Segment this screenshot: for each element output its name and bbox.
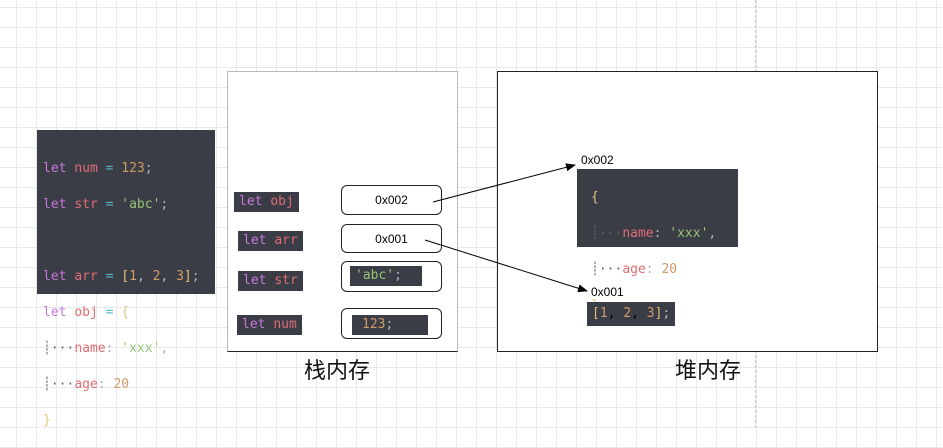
heap-array-block: [1, 2, 3];	[587, 302, 676, 326]
stack-cell-arr: 0x001	[341, 224, 442, 253]
source-code-block: let num = 123; let str = 'abc'; let arr …	[37, 130, 215, 428]
heap-object-open: {	[591, 190, 599, 205]
heap-object-age: ┊···age: 20	[591, 262, 678, 277]
heap-object-address: 0x002	[581, 153, 614, 167]
code-line-arr: let arr = [1, 2, 3];	[43, 269, 200, 284]
code-line-num: let num = 123;	[43, 161, 153, 176]
stack-memory-caption: 栈内存	[304, 359, 371, 384]
heap-object-name: ┊···name: 'xxx',	[591, 226, 717, 241]
stack-label-obj: let obj	[234, 192, 299, 212]
code-line-obj: let obj = {	[43, 305, 130, 320]
heap-array-address: 0x001	[591, 285, 624, 299]
stack-label-num: let num	[237, 315, 302, 335]
heap-memory-caption: 堆内存	[675, 359, 742, 384]
stack-label-arr: let arr	[238, 231, 303, 251]
code-line-close: }	[43, 413, 51, 428]
stack-value-num: 123;	[352, 315, 428, 335]
stack-value-obj: 0x002	[375, 193, 408, 207]
code-line-name: ┊···name: 'xxx',	[43, 341, 169, 356]
stack-value-str: 'abc';	[350, 266, 422, 286]
code-line-age: ┊···age: 20	[43, 377, 130, 392]
code-line-str: let str = 'abc';	[43, 197, 169, 212]
code-line-blank	[43, 232, 215, 250]
stack-label-str: let str	[238, 271, 303, 291]
stack-cell-obj: 0x002	[341, 185, 442, 215]
heap-object-block: { ┊···name: 'xxx', ┊···age: 20 }	[577, 169, 738, 313]
stack-value-arr: 0x001	[375, 231, 408, 246]
